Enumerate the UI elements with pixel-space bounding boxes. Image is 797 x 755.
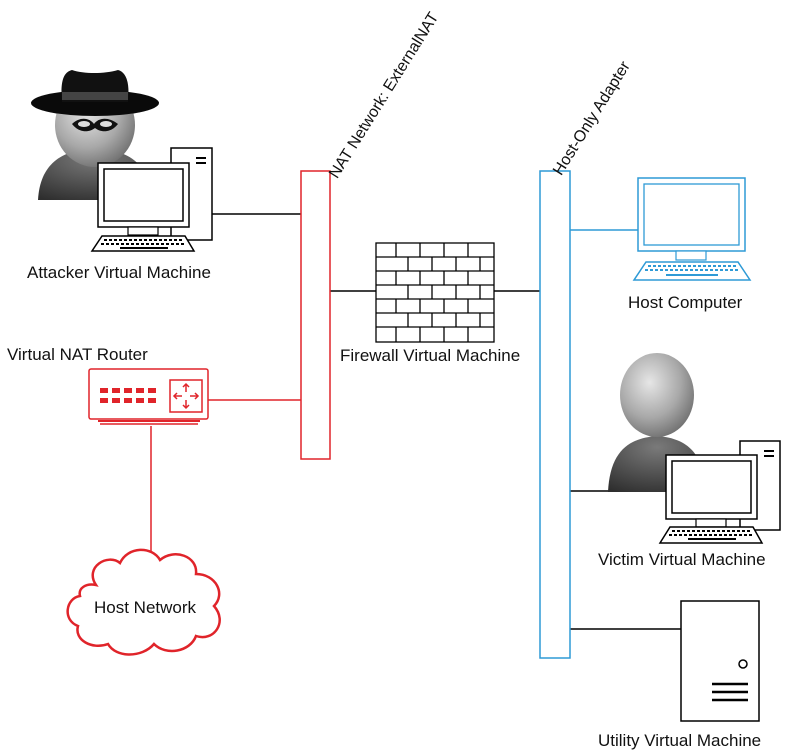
nat-network-bar (300, 170, 331, 460)
cloud-icon (66, 548, 221, 656)
router-icon (88, 368, 209, 425)
firewall-label: Firewall Virtual Machine (340, 346, 521, 365)
utility-label: Utility Virtual Machine (598, 731, 762, 750)
attacker-computer-icon (90, 147, 213, 252)
red-connection-lines (150, 399, 301, 565)
user-with-computer-icon (608, 353, 781, 544)
router-label: Virtual NAT Router (7, 345, 148, 364)
host-only-adapter-bar (539, 170, 571, 659)
host-network-label: Host Network (94, 598, 197, 617)
victim-label: Victim Virtual Machine (598, 550, 766, 569)
hacker-with-hat-icon (31, 70, 159, 200)
monitor-keyboard-icon (632, 177, 752, 281)
brick-wall-icon (375, 242, 495, 343)
server-tower-icon (680, 600, 760, 722)
host-computer-label: Host Computer (628, 293, 743, 312)
attacker-label: Attacker Virtual Machine (27, 263, 211, 282)
